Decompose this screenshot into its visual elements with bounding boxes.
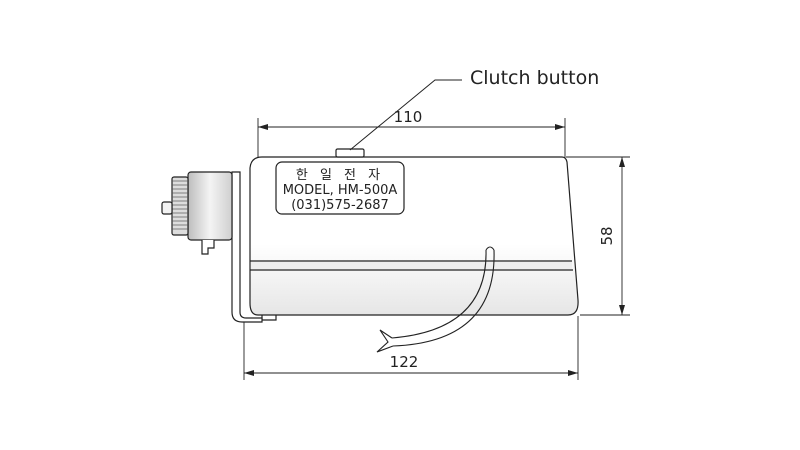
cable: [376, 246, 495, 353]
arrow-bottom-left: [244, 370, 254, 376]
nameplate-frame: [275, 161, 405, 215]
arrow-top-left: [258, 124, 268, 130]
spindle: [161, 201, 173, 215]
band-shade: [251, 262, 572, 269]
dimension-top: [257, 118, 566, 158]
clutch-button-shape: [335, 148, 365, 158]
knurled-knob: [171, 176, 189, 236]
motor-housing: [187, 171, 233, 241]
cable-outer: [391, 249, 487, 339]
knurl-lines: [172, 180, 188, 230]
dimension-top-value: 110: [394, 108, 423, 126]
cable-inner: [392, 249, 495, 347]
clutch-callout: Clutch button: [349, 67, 599, 151]
dimension-height-value: 58: [598, 226, 616, 245]
side-bracket: [161, 171, 263, 323]
bracket-plate: [231, 171, 263, 323]
dimension-bottom-value: 122: [390, 353, 419, 371]
nameplate-model: MODEL, HM-500A: [283, 183, 398, 198]
cable-break: [376, 329, 394, 353]
base-foot: [261, 315, 277, 321]
terminal-tab: [201, 240, 215, 255]
arrow-height-top: [619, 157, 625, 167]
arrow-height-bottom: [619, 305, 625, 315]
nameplate-phone: (031)575-2687: [291, 198, 389, 213]
nameplate-company: 한 일 전 자: [296, 168, 384, 183]
cable-end: [485, 246, 495, 251]
arrow-top-right: [555, 124, 565, 130]
dimension-height: [566, 156, 630, 316]
dimension-bottom: [243, 316, 579, 380]
arrow-bottom-right: [568, 370, 578, 376]
clutch-button-label: Clutch button: [470, 67, 599, 89]
nameplate: 한 일 전 자 MODEL, HM-500A (031)575-2687: [275, 161, 405, 215]
